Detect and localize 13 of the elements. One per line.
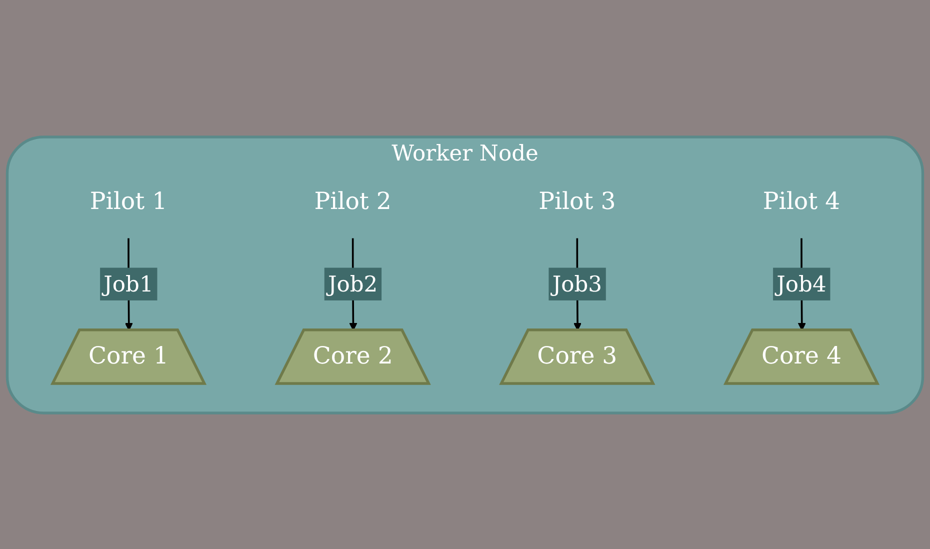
trapezoid-node: Core 1 [50, 328, 207, 384]
trapezoid-node: Core 3 [499, 328, 656, 384]
pilot-label: Pilot 3 [538, 188, 616, 216]
edge-label: Job2 [324, 267, 382, 300]
edge-label: Job4 [773, 267, 830, 300]
pilot-label: Pilot 2 [314, 188, 392, 216]
edge-label: Job1 [100, 267, 157, 300]
group-title: Worker Node [392, 140, 538, 166]
edge-label: Job3 [548, 267, 606, 300]
trapezoid-node: Core 2 [274, 328, 431, 384]
pilot-label: Pilot 1 [90, 188, 168, 216]
pilot-label: Pilot 4 [762, 188, 840, 216]
trapezoid-node: Core 4 [723, 328, 880, 384]
